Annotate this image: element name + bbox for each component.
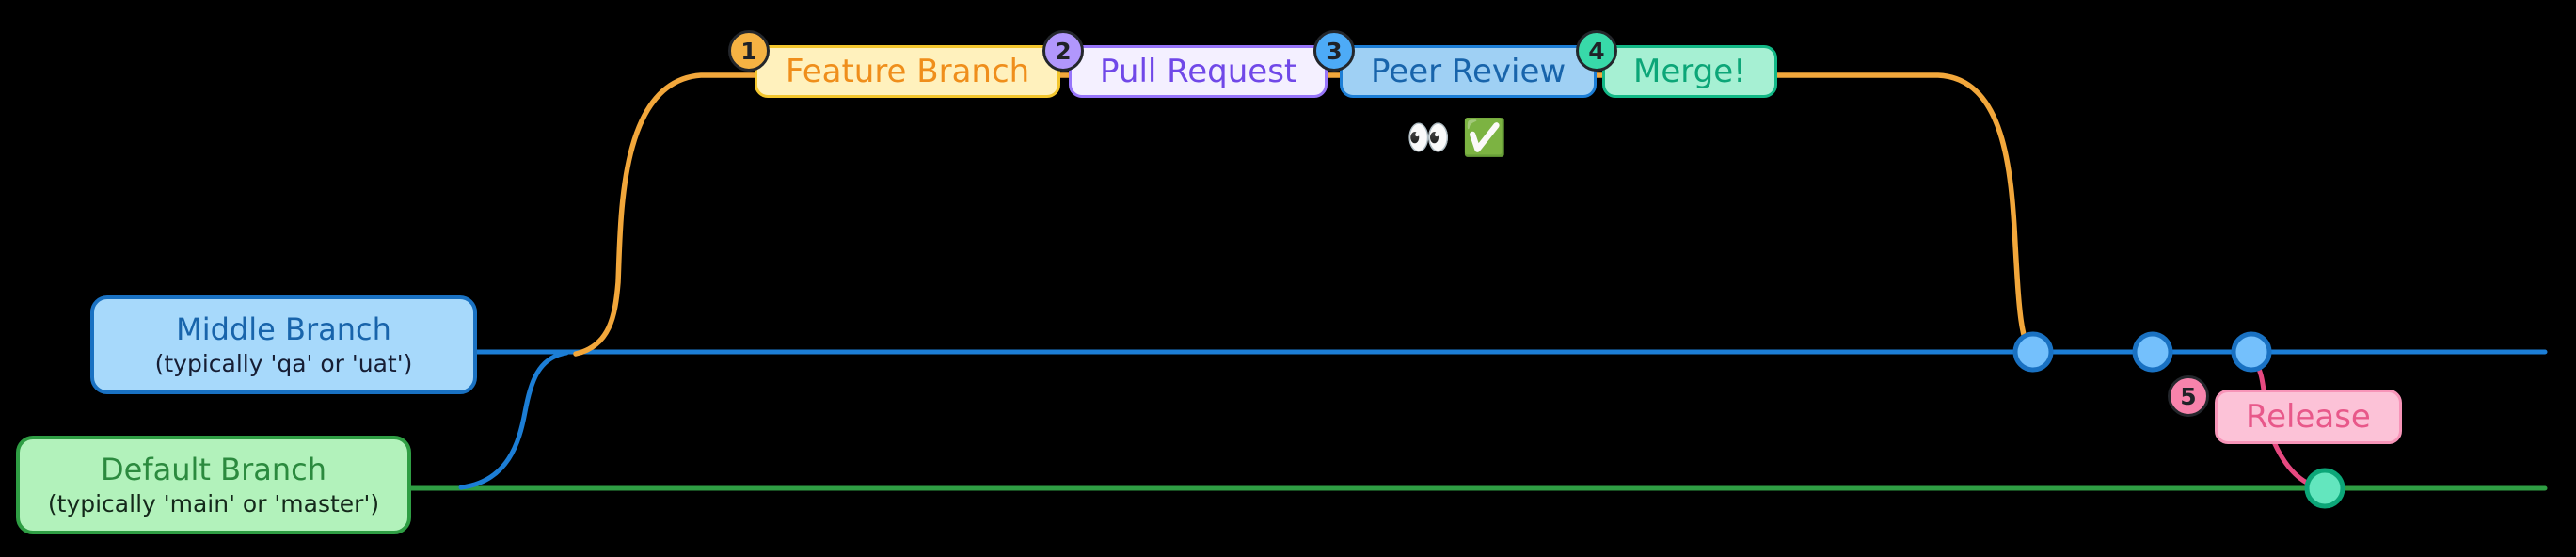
release-commit-dot [2304, 468, 2345, 509]
step-3-card: Peer Review [1340, 45, 1598, 98]
middle-branch-subtitle: (typically 'qa' or 'uat') [154, 349, 413, 377]
commit-dot-3 [2231, 331, 2272, 373]
step-2-badge: 2 [1042, 30, 1084, 72]
default-branch-subtitle: (typically 'main' or 'master') [47, 489, 380, 517]
step-4-card: Merge! [1602, 45, 1777, 98]
step-2-card: Pull Request [1069, 45, 1328, 98]
commit-dot-2 [2132, 331, 2173, 373]
step-1-badge: 1 [728, 30, 770, 72]
step-5-badge: 5 [2168, 375, 2209, 417]
default-branch-label: Default Branch (typically 'main' or 'mas… [16, 436, 411, 534]
step-4-badge: 4 [1576, 30, 1617, 72]
step-3-badge: 3 [1313, 30, 1355, 72]
default-branch-title: Default Branch [101, 451, 326, 487]
middle-branch-title: Middle Branch [176, 310, 391, 347]
step-1-card: Feature Branch [755, 45, 1061, 98]
middle-branch-fork-line [458, 350, 569, 490]
commit-dot-1 [2012, 331, 2054, 373]
middle-branch-label: Middle Branch (typically 'qa' or 'uat') [90, 295, 477, 394]
feature-branch-line [573, 72, 2036, 357]
release-card: Release [2215, 390, 2402, 444]
peer-review-reactions: 👀 ✅ [1406, 117, 1507, 158]
